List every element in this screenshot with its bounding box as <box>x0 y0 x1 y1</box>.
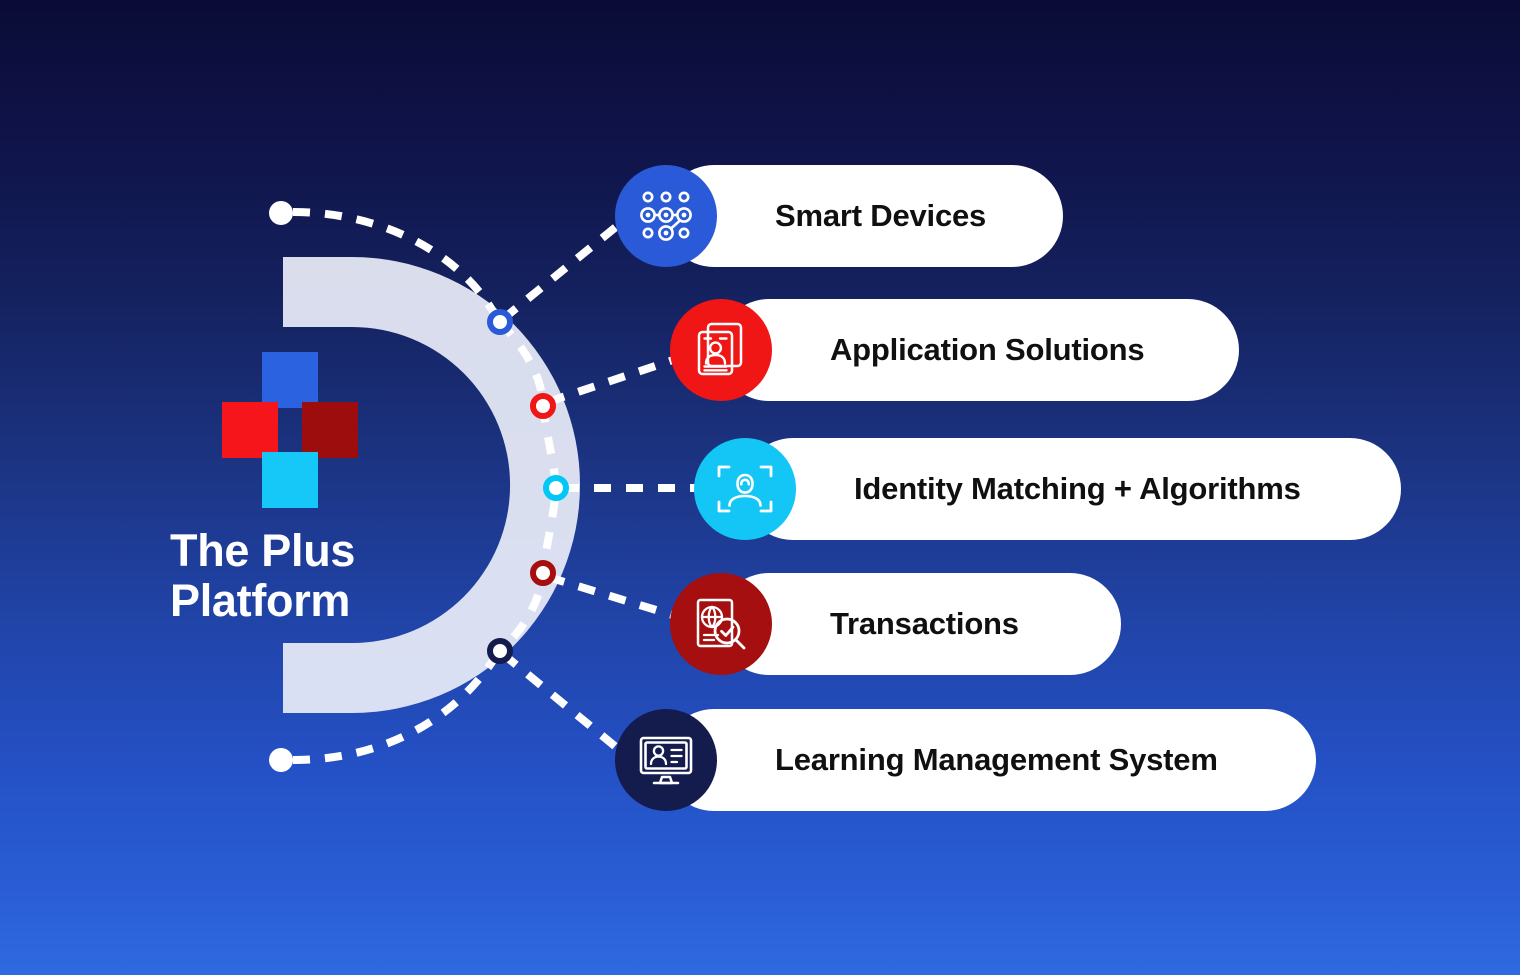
hub-node-application-solutions[interactable] <box>530 393 556 419</box>
bottom-endpoint-dot <box>269 748 293 772</box>
smart-devices-icon <box>640 191 692 241</box>
platform-arc <box>283 257 580 713</box>
smart-devices-icon-circle[interactable] <box>615 165 717 267</box>
transactions-icon-circle[interactable] <box>670 573 772 675</box>
item-pill-smart-devices[interactable]: Smart Devices <box>663 165 1063 267</box>
hub-node-learning-management[interactable] <box>487 638 513 664</box>
logo-square-left <box>222 402 278 458</box>
item-row-learning-management-system[interactable]: Learning Management System <box>615 709 1316 811</box>
application-solutions-icon <box>697 322 743 376</box>
identity-matching-icon-circle[interactable] <box>694 438 796 540</box>
dash-branch-learning-management <box>500 650 625 756</box>
plus-cross-logo <box>222 352 358 508</box>
item-pill-learning-management-system[interactable]: Learning Management System <box>663 709 1316 811</box>
item-label-smart-devices: Smart Devices <box>775 198 987 233</box>
item-label-application-solutions: Application Solutions <box>830 332 1145 367</box>
hub-node-smart-devices[interactable] <box>487 309 513 335</box>
dash-top-branch <box>292 208 502 322</box>
application-solutions-icon-circle[interactable] <box>670 299 772 401</box>
logo-square-top <box>262 352 318 408</box>
item-row-application-solutions[interactable]: Application Solutions <box>670 299 1239 401</box>
logo-square-right <box>302 402 358 458</box>
top-endpoint-dot <box>269 201 293 225</box>
item-label-identity-matching-algorithms: Identity Matching + Algorithms <box>854 471 1301 506</box>
item-pill-transactions[interactable]: Transactions <box>718 573 1121 675</box>
item-pill-identity-matching-algorithms[interactable]: Identity Matching + Algorithms <box>742 438 1401 540</box>
dash-branch-application-solutions <box>546 354 681 406</box>
item-pill-application-solutions[interactable]: Application Solutions <box>718 299 1239 401</box>
brand-block: The Plus Platform <box>170 352 500 627</box>
item-label-transactions: Transactions <box>830 606 1019 641</box>
dash-bottom-branch <box>292 650 502 764</box>
item-label-learning-management-system: Learning Management System <box>775 742 1218 777</box>
learning-management-system-icon-circle[interactable] <box>615 709 717 811</box>
dash-branch-transactions <box>546 573 681 621</box>
item-row-smart-devices[interactable]: Smart Devices <box>615 165 1063 267</box>
dash-branch-smart-devices <box>500 218 625 323</box>
item-row-identity-matching-algorithms[interactable]: Identity Matching + Algorithms <box>694 438 1401 540</box>
brand-title: The Plus Platform <box>170 525 356 627</box>
transactions-icon <box>696 598 746 650</box>
hub-node-identity-matching[interactable] <box>543 475 569 501</box>
identity-matching-icon <box>717 465 773 513</box>
dash-spine <box>497 319 561 654</box>
logo-square-bottom <box>262 452 318 508</box>
hub-node-transactions[interactable] <box>530 560 556 586</box>
learning-management-system-icon <box>639 736 693 785</box>
item-row-transactions[interactable]: Transactions <box>670 573 1121 675</box>
